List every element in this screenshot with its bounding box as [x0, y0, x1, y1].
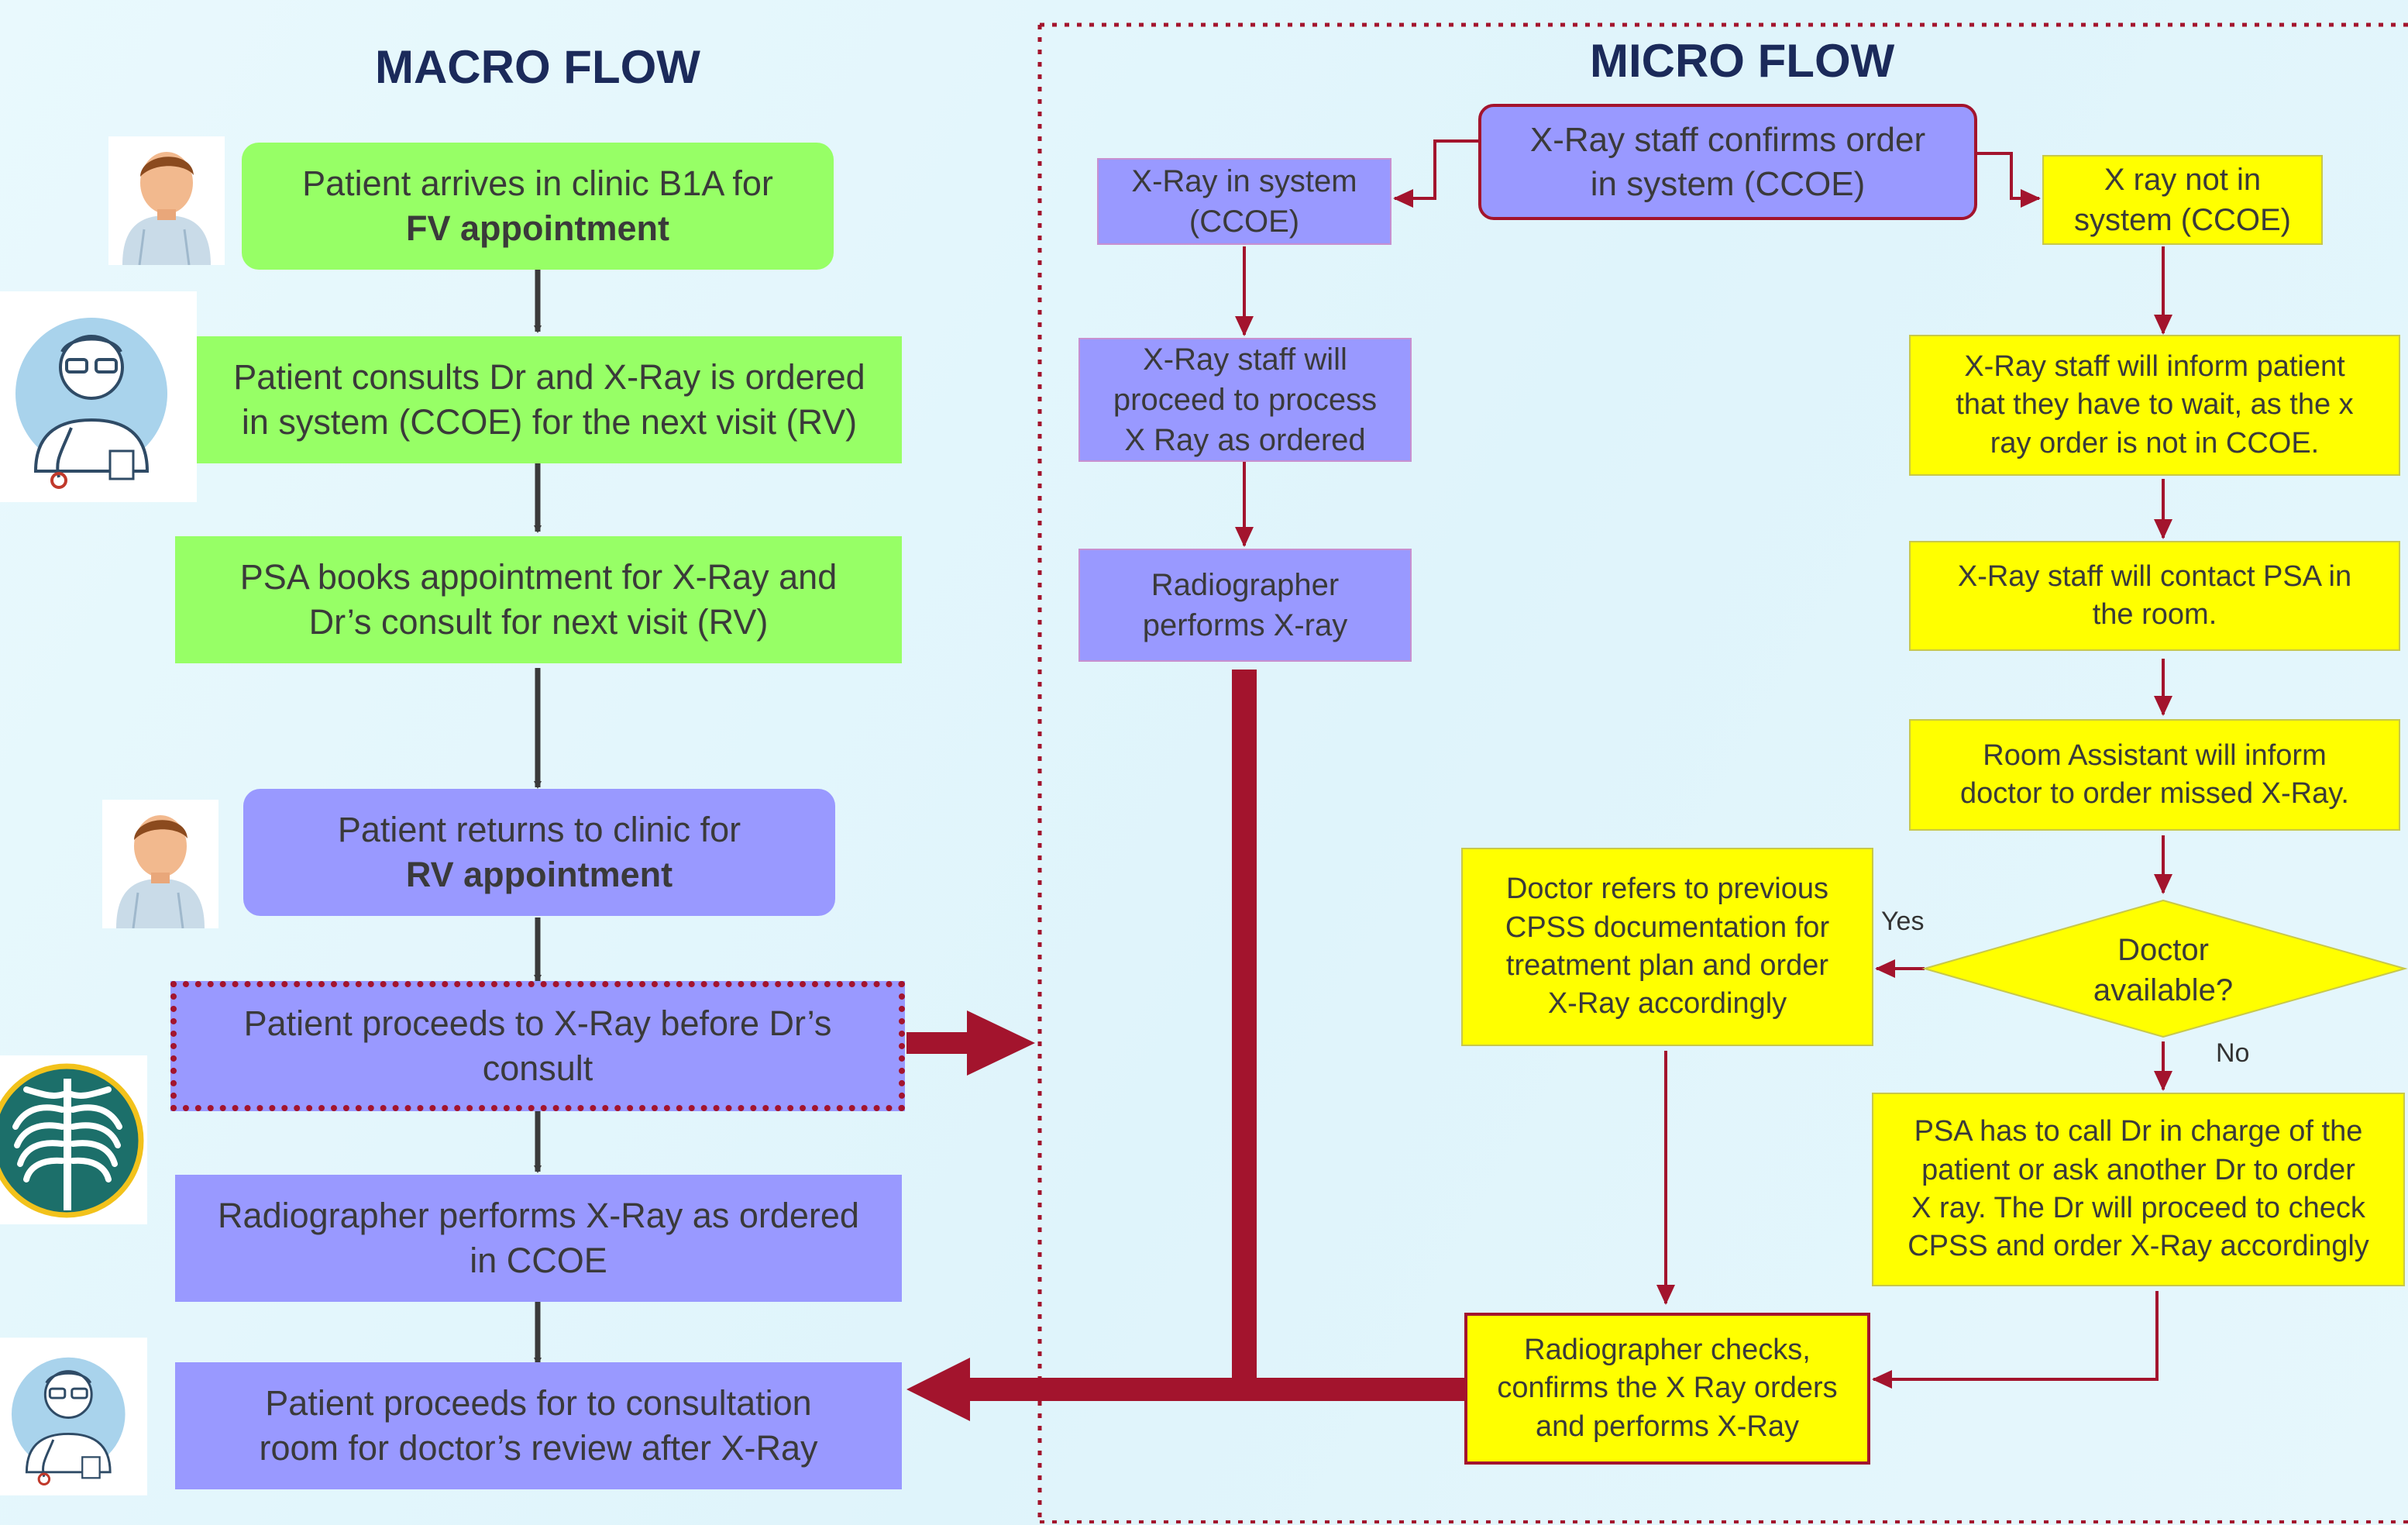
micro-not-in-system-line2: system (CCOE) — [2074, 203, 2291, 237]
micro-contact-psa-line1: X-Ray staff will contact PSA in — [1957, 559, 2352, 593]
macro-flow-title: MACRO FLOW — [375, 41, 700, 93]
micro-decision-line2: available? — [2093, 973, 2234, 1007]
macro-step-book: PSA books appointment for X-Ray and Dr’s… — [175, 536, 902, 663]
micro-to-macro-arrow — [906, 670, 1464, 1421]
patient-icon — [102, 800, 218, 928]
micro-radiographer-performs: Radiographer performs X-ray — [1078, 549, 1412, 662]
macro-step-radiographer-line2: in CCOE — [470, 1241, 607, 1280]
macro-step-return-bold: RV appointment — [405, 855, 673, 894]
macro-step-proceed-xray: Patient proceeds to X-Ray before Dr’s co… — [170, 981, 905, 1111]
macro-step-book-line2: Dr’s consult for next visit (RV) — [308, 602, 769, 642]
micro-xray-in-system: X-Ray in system (CCOE) — [1097, 158, 1391, 245]
micro-radiographer-checks: Radiographer checks, confirms the X Ray … — [1464, 1313, 1870, 1465]
micro-inform-patient: X-Ray staff will inform patient that the… — [1909, 335, 2400, 476]
macro-step-proceed-xray-line1: Patient proceeds to X-Ray before Dr’s — [243, 1003, 832, 1043]
macro-step-radiographer-line1: Radiographer performs X-Ray as ordered — [218, 1195, 859, 1235]
micro-doctor-refers-line2: CPSS documentation for — [1505, 911, 1830, 944]
micro-confirm-line2: in system (CCOE) — [1590, 165, 1866, 203]
micro-confirm-line1: X-Ray staff confirms order — [1529, 120, 1926, 159]
micro-radiographer-checks-line2: confirms the X Ray orders — [1497, 1372, 1838, 1405]
micro-psa-call-doctor: PSA has to call Dr in charge of the pati… — [1872, 1093, 2405, 1286]
macro-step-return: Patient returns to clinic for RV appoint… — [243, 789, 835, 916]
micro-radiographer-checks-line1: Radiographer checks, — [1524, 1333, 1811, 1366]
micro-contact-psa: X-Ray staff will contact PSA in the room… — [1909, 541, 2400, 651]
micro-contact-psa-line2: the room. — [2092, 598, 2217, 631]
macro-step-book-line1: PSA books appointment for X-Ray and — [239, 556, 838, 597]
macro-step-arrive: Patient arrives in clinic B1A for FV app… — [242, 143, 834, 270]
micro-psa-call-line4: CPSS and order X-Ray accordingly — [1907, 1230, 2369, 1263]
macro-step-arrive-bold: FV appointment — [406, 208, 669, 248]
micro-inform-patient-line3: ray order is not in CCOE. — [1990, 426, 2320, 460]
doctor-icon — [0, 1337, 147, 1496]
micro-psa-call-line2: patient or ask another Dr to order — [1921, 1153, 2355, 1186]
macro-step-consultation-line1: Patient proceeds for to consultation — [265, 1382, 812, 1423]
micro-radiographer-line2: performs X-ray — [1142, 608, 1348, 642]
macro-step-arrive-text: Patient arrives in clinic B1A for — [302, 163, 773, 203]
patient-icon — [108, 136, 225, 265]
decision-no-label: No — [2216, 1038, 2250, 1068]
micro-arrows — [1235, 139, 2172, 1389]
macro-step-consultation: Patient proceeds for to consultation roo… — [175, 1362, 902, 1489]
micro-doctor-refers-line3: treatment plan and order — [1505, 949, 1829, 982]
micro-confirm-order: X-Ray staff confirms order in system (CC… — [1478, 104, 1977, 220]
doctor-icon — [0, 291, 197, 502]
micro-in-system-line1: X-Ray in system — [1131, 164, 1357, 198]
micro-not-in-system-line1: X ray not in — [2104, 163, 2262, 197]
macro-step-proceed-xray-line2: consult — [482, 1048, 593, 1088]
micro-decision-doctor-available: Doctor available? — [2039, 922, 2287, 1018]
micro-xray-not-in-system: X ray not in system (CCOE) — [2042, 155, 2323, 245]
micro-staff-proceed: X-Ray staff will proceed to process X Ra… — [1078, 338, 1412, 462]
micro-inform-patient-line2: that they have to wait, as the x — [1956, 388, 2354, 422]
micro-in-system-line2: (CCOE) — [1189, 205, 1300, 239]
macro-step-consult-line1: Patient consults Dr and X-Ray is ordered — [233, 356, 865, 397]
micro-inform-patient-line1: X-Ray staff will inform patient — [1964, 349, 2345, 383]
macro-step-consultation-line2: room for doctor’s review after X-Ray — [259, 1428, 818, 1468]
micro-proceed-line3: X Ray as ordered — [1124, 423, 1366, 457]
macro-to-micro-arrow — [906, 1010, 1035, 1076]
micro-room-assistant: Room Assistant will inform doctor to ord… — [1909, 719, 2400, 831]
micro-radiographer-line1: Radiographer — [1151, 568, 1340, 602]
macro-step-radiographer: Radiographer performs X-Ray as ordered i… — [175, 1175, 902, 1302]
macro-step-return-text: Patient returns to clinic for — [337, 809, 741, 849]
micro-doctor-refers-line1: Doctor refers to previous — [1505, 873, 1829, 906]
micro-doctor-refers: Doctor refers to previous CPSS documenta… — [1461, 848, 1873, 1046]
micro-psa-call-line1: PSA has to call Dr in charge of the — [1914, 1115, 2363, 1148]
decision-diamond — [1921, 899, 2408, 1038]
micro-psa-call-line3: X ray. The Dr will proceed to check — [1911, 1192, 2365, 1224]
xray-chest-icon — [0, 1055, 147, 1224]
macro-step-consult: Patient consults Dr and X-Ray is ordered… — [197, 336, 902, 463]
micro-proceed-line2: proceed to process — [1113, 383, 1378, 417]
micro-room-assistant-line1: Room Assistant will inform — [1983, 738, 2327, 772]
micro-radiographer-checks-line3: and performs X-Ray — [1535, 1410, 1799, 1443]
micro-room-assistant-line2: doctor to order missed X-Ray. — [1960, 777, 2349, 810]
decision-yes-label: Yes — [1881, 907, 1925, 936]
macro-step-consult-line2: in system (CCOE) for the next visit (RV) — [241, 402, 858, 442]
micro-doctor-refers-line4: X-Ray accordingly — [1547, 987, 1787, 1021]
micro-flow-title: MICRO FLOW — [1590, 35, 1895, 87]
micro-decision-line1: Doctor — [2117, 933, 2209, 967]
micro-proceed-line1: X-Ray staff will — [1143, 343, 1347, 377]
